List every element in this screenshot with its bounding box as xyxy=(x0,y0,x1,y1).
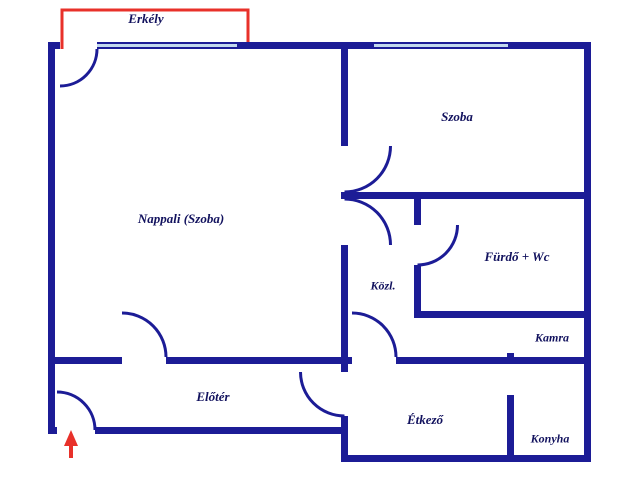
door-arc-furdo xyxy=(417,224,459,267)
door-arc-nappali-kozl xyxy=(344,197,392,246)
room-label-nappali: Nappali (Szoba) xyxy=(137,211,225,226)
window-balcony xyxy=(97,44,237,47)
room-label-etkezo: Étkező xyxy=(406,412,444,427)
walls xyxy=(48,42,591,462)
room-label-kozl: Közl. xyxy=(370,278,396,293)
room-label-konyha: Konyha xyxy=(530,431,570,446)
room-label-furdo: Fürdő + Wc xyxy=(484,249,550,264)
entrance-arrow-icon xyxy=(64,430,78,458)
balcony-outline xyxy=(60,8,250,49)
door-arc-nappali-eloter xyxy=(121,311,168,358)
window-szoba xyxy=(374,44,508,47)
room-label-kamra: Kamra xyxy=(534,330,570,345)
door-arc-eloter-etkezo xyxy=(299,371,345,418)
room-label-eloter: Előtér xyxy=(196,389,230,404)
room-label-szoba: Szoba xyxy=(441,109,473,124)
door-arc-szoba xyxy=(344,145,392,194)
door-arcs xyxy=(56,48,459,431)
door-arc-entrance xyxy=(56,390,97,431)
windows xyxy=(97,44,508,47)
door-arc-kozl-etkezo xyxy=(351,311,398,358)
door-arc-balcony xyxy=(59,48,99,88)
room-label-erkely: Erkély xyxy=(128,11,164,26)
